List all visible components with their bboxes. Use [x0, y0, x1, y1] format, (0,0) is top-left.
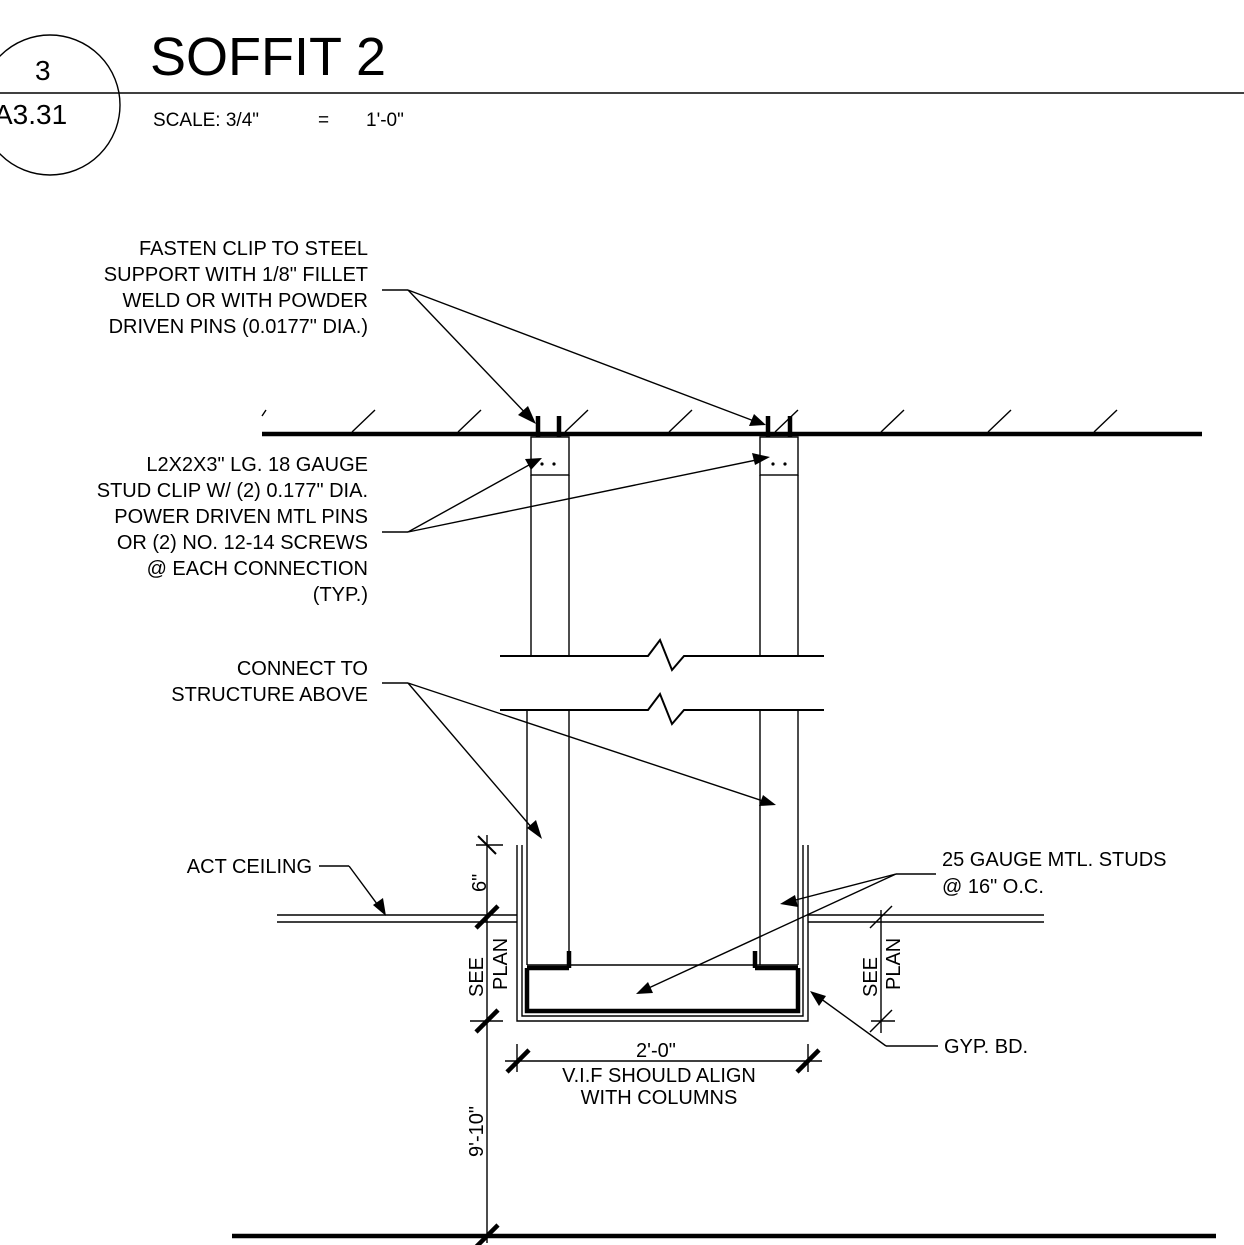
- svg-text:SUPPORT WITH 1/8" FILLET: SUPPORT WITH 1/8" FILLET: [104, 264, 368, 286]
- dim-see-plan-left-2: PLAN: [490, 938, 512, 990]
- vertical-studs: [526, 475, 799, 965]
- note-stud-clip: L2X2X3" LG. 18 GAUGE STUD CLIP W/ (2) 0.…: [97, 453, 770, 606]
- scale-equals: =: [318, 110, 329, 131]
- svg-text:L2X2X3" LG. 18 GAUGE: L2X2X3" LG. 18 GAUGE: [146, 454, 368, 476]
- steel-support-above: [261, 409, 1202, 437]
- steel-hatch: [261, 409, 1118, 433]
- detail-tag-circle: [0, 34, 121, 176]
- dim-see-plan-right-1: SEE: [860, 957, 882, 997]
- note-act-ceiling: ACT CEILING: [187, 856, 386, 916]
- dim-width-note-2: WITH COLUMNS: [581, 1087, 738, 1109]
- svg-text:@ EACH CONNECTION: @ EACH CONNECTION: [147, 558, 368, 580]
- svg-text:POWER DRIVEN MTL PINS: POWER DRIVEN MTL PINS: [114, 506, 368, 528]
- act-ceiling-lines: [277, 914, 1044, 923]
- svg-text:DRIVEN PINS (0.0177" DIA.): DRIVEN PINS (0.0177" DIA.): [109, 316, 368, 338]
- dim-width-note-1: V.I.F SHOULD ALIGN: [562, 1065, 756, 1087]
- break-lines: [500, 637, 824, 726]
- dim-floor-to-soffit: 9'-10": [466, 1106, 488, 1157]
- svg-text:WELD OR WITH POWDER: WELD OR WITH POWDER: [122, 290, 368, 312]
- gyp-board-outer: [516, 845, 809, 1022]
- dim-see-plan-right-2: PLAN: [883, 938, 905, 990]
- scale-label: SCALE: 3/4": [153, 110, 259, 131]
- clip-connection-left: [530, 416, 570, 476]
- dim-see-plan-left-1: SEE: [466, 957, 488, 997]
- detail-title: SOFFIT 2: [150, 27, 386, 87]
- note-gyp-board: GYP. BD.: [810, 991, 1028, 1058]
- svg-text:STRUCTURE ABOVE: STRUCTURE ABOVE: [171, 684, 368, 706]
- vertical-dimension-right: [869, 905, 895, 1033]
- horizontal-dimension-width: [505, 1044, 822, 1074]
- note-fasten-clip: FASTEN CLIP TO STEEL SUPPORT WITH 1/8" F…: [104, 238, 766, 426]
- title-block: 3 A3.31 SOFFIT 2 SCALE: 3/4" = 1'-0": [0, 27, 1244, 176]
- svg-text:GYP. BD.: GYP. BD.: [944, 1036, 1028, 1058]
- svg-text:OR (2) NO. 12-14 SCREWS: OR (2) NO. 12-14 SCREWS: [117, 532, 368, 554]
- dim-soffit-width: 2'-0": [636, 1040, 676, 1062]
- detail-number: 3: [35, 55, 51, 86]
- stud-clip: [759, 436, 799, 476]
- svg-text:(TYP.): (TYP.): [313, 584, 368, 606]
- svg-text:ACT CEILING: ACT CEILING: [187, 856, 312, 878]
- scale-value: 1'-0": [366, 110, 404, 131]
- stud-clip: [530, 436, 570, 476]
- svg-text:@ 16" O.C.: @ 16" O.C.: [942, 876, 1044, 898]
- gyp-board-inner: [521, 845, 804, 1017]
- sheet-reference: A3.31: [0, 99, 67, 130]
- bottom-track: [524, 968, 801, 1014]
- note-metal-studs: 25 GAUGE MTL. STUDS @ 16" O.C.: [636, 849, 1167, 994]
- soffit-box: [516, 845, 809, 1022]
- vertical-dimension-left: [470, 835, 503, 1245]
- dim-6-inch: 6": [469, 874, 491, 892]
- svg-text:STUD CLIP W/ (2) 0.177" DIA.: STUD CLIP W/ (2) 0.177" DIA.: [97, 480, 368, 502]
- note-connect-structure: CONNECT TO STRUCTURE ABOVE: [171, 658, 776, 839]
- svg-text:25 GAUGE MTL. STUDS: 25 GAUGE MTL. STUDS: [942, 849, 1167, 871]
- svg-text:CONNECT TO: CONNECT TO: [237, 658, 368, 680]
- svg-text:FASTEN CLIP TO STEEL: FASTEN CLIP TO STEEL: [139, 238, 368, 260]
